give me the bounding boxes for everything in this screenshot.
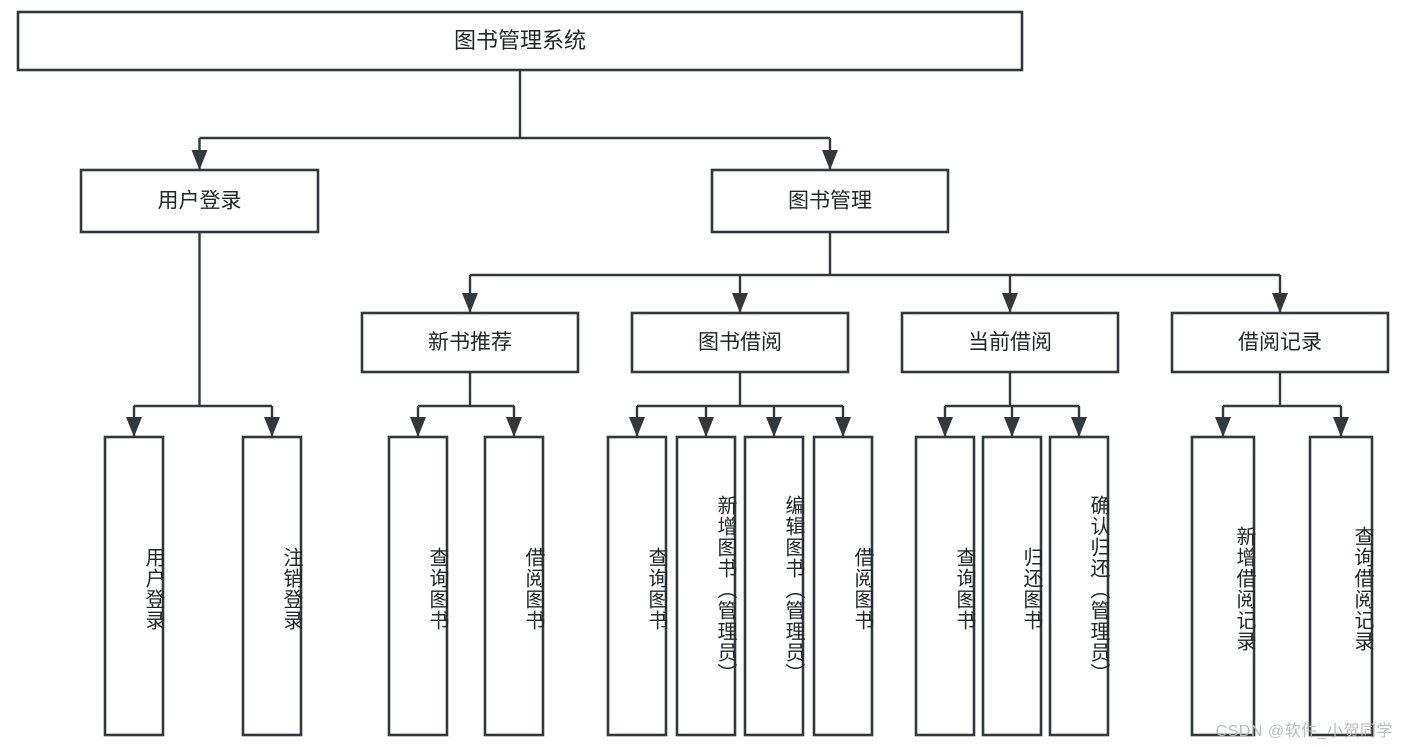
node-leaf-box-5[interactable] <box>675 435 737 737</box>
link-新书推荐-arrow-0 <box>410 417 426 437</box>
node-level2-box-0[interactable] <box>79 168 320 234</box>
link-用户登录-arrow-1 <box>264 417 280 437</box>
link-图书借阅-arrow-3 <box>835 417 851 437</box>
node-leaf-box-0[interactable] <box>103 435 165 737</box>
node-level3-box-1[interactable] <box>630 311 850 374</box>
link-当前借阅-arrow-0 <box>937 417 953 437</box>
node-leaf-box-12[interactable] <box>1308 435 1374 737</box>
node-root-label: 图书管理系统 <box>454 28 586 53</box>
node-leaf-box-1[interactable] <box>241 435 303 737</box>
link-bookmgmt-arrow-3 <box>1272 293 1288 313</box>
link-当前借阅-arrow-1 <box>1004 417 1020 437</box>
node-level2-box-1[interactable] <box>710 168 950 234</box>
link-借阅记录-arrow-1 <box>1333 417 1349 437</box>
node-leaf-box-11[interactable] <box>1190 435 1256 737</box>
node-root-box[interactable] <box>16 10 1024 72</box>
node-level2-label-1: 图书管理 <box>788 190 872 213</box>
node-leaf-box-2[interactable] <box>387 435 449 737</box>
link-root-arrow-1 <box>822 150 838 170</box>
node-leaf-box-6[interactable] <box>743 435 805 737</box>
node-level3-label-0: 新书推荐 <box>428 331 512 354</box>
link-图书借阅-arrow-2 <box>766 417 782 437</box>
node-level3-label-2: 当前借阅 <box>968 331 1052 354</box>
node-leaf-box-9[interactable] <box>981 435 1043 737</box>
node-leaf-box-4[interactable] <box>606 435 668 737</box>
node-leaf-box-3[interactable] <box>483 435 545 737</box>
node-level3-box-3[interactable] <box>1170 311 1390 374</box>
node-level2-label-0: 用户登录 <box>158 190 242 213</box>
link-bookmgmt-arrow-2 <box>1002 293 1018 313</box>
link-root-arrow-0 <box>191 150 208 170</box>
link-当前借阅-arrow-2 <box>1071 417 1087 437</box>
link-新书推荐-arrow-1 <box>506 417 522 437</box>
node-level3-box-2[interactable] <box>900 311 1120 374</box>
node-leaf-box-10[interactable] <box>1048 435 1110 737</box>
link-图书借阅-arrow-0 <box>629 417 645 437</box>
link-借阅记录-arrow-0 <box>1215 417 1231 437</box>
node-leaf-box-7[interactable] <box>812 435 874 737</box>
link-用户登录-arrow-0 <box>126 417 142 437</box>
node-level3-label-1: 图书借阅 <box>698 331 782 354</box>
node-boxes-layer <box>16 10 1390 737</box>
link-bookmgmt-arrow-0 <box>462 293 478 313</box>
link-图书借阅-arrow-1 <box>698 417 714 437</box>
link-bookmgmt-arrow-1 <box>732 293 748 313</box>
watermark-text: CSDN @软件_小贺同学 <box>1215 723 1393 740</box>
node-level3-label-3: 借阅记录 <box>1238 331 1322 354</box>
node-leaf-box-8[interactable] <box>914 435 976 737</box>
node-level3-box-0[interactable] <box>360 311 580 374</box>
connector-links-layer <box>126 70 1349 437</box>
